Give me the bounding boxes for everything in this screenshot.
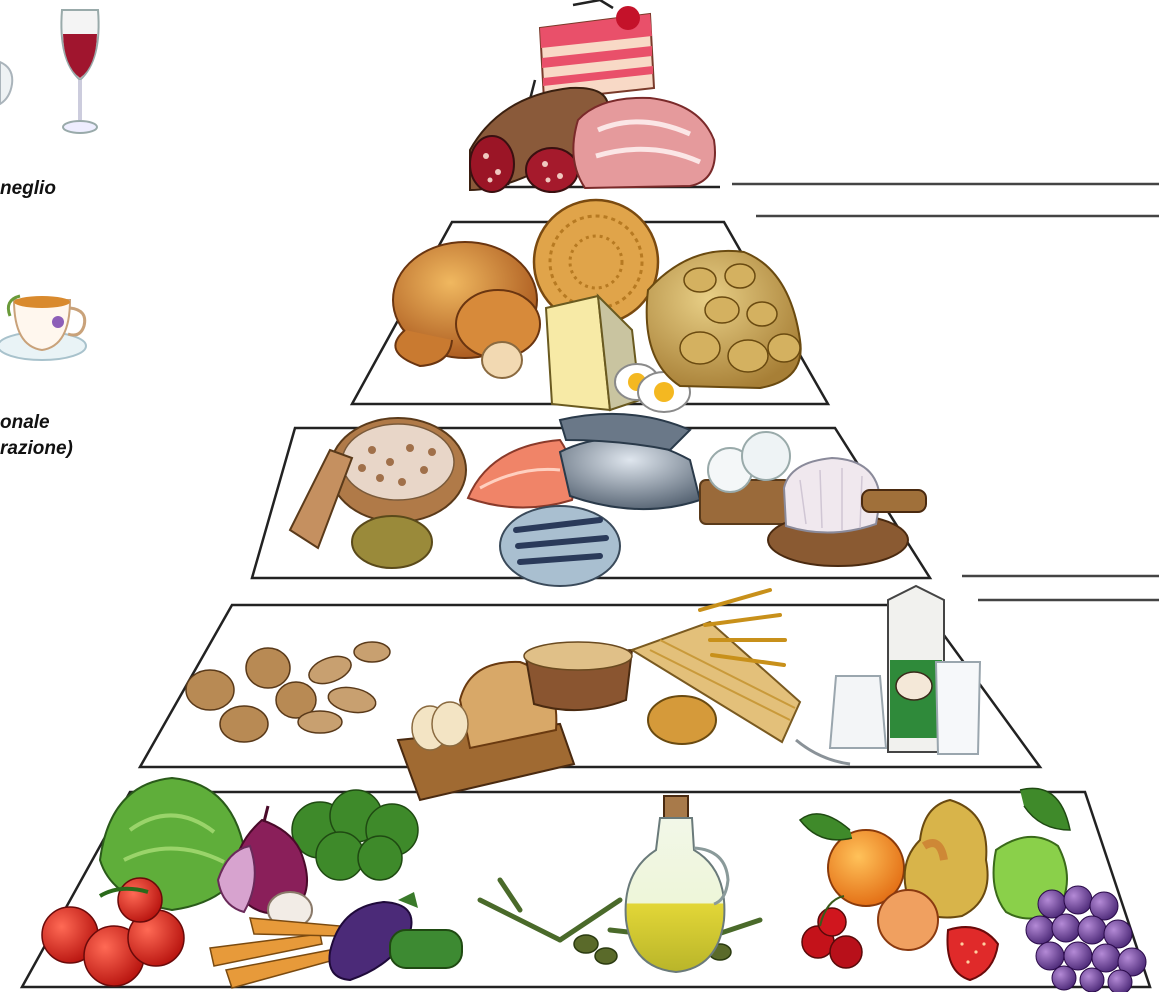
cherries-icon bbox=[802, 896, 862, 968]
red-meat-icon bbox=[573, 98, 715, 188]
olive-oil-jug-icon bbox=[626, 796, 728, 972]
mozzarella-icon bbox=[700, 432, 790, 524]
orange-icon bbox=[800, 814, 904, 906]
pasta-wheat-icon bbox=[632, 590, 800, 744]
wine-glass-icon bbox=[61, 10, 98, 133]
frequency-label-meglio: neglio bbox=[0, 176, 56, 202]
eggplant-icon bbox=[329, 892, 462, 980]
anchovies-icon bbox=[500, 506, 620, 586]
herbal-tea-cup-icon bbox=[0, 296, 86, 360]
carrots-icon bbox=[210, 918, 340, 988]
roast-chicken-icon bbox=[393, 242, 540, 366]
fish-icon bbox=[560, 414, 700, 509]
tier-2-poultry-cheese-eggs-potatoes bbox=[393, 200, 801, 412]
peach-icon bbox=[878, 890, 938, 950]
grain-bowl-icon bbox=[524, 642, 632, 710]
tier-3-legumes-fish-dairy bbox=[290, 414, 926, 586]
cake-slice-icon bbox=[540, 6, 654, 100]
ricotta-icon bbox=[768, 458, 926, 566]
walnuts-almonds-icon bbox=[186, 642, 390, 742]
frequency-label-stagionale-line-1: onale bbox=[0, 410, 50, 436]
tier-1-sweets-cured-meats bbox=[470, 6, 715, 192]
water-glass-icon bbox=[0, 62, 12, 104]
broccoli-icon bbox=[292, 790, 418, 880]
potatoes-icon bbox=[647, 251, 801, 388]
salmon-icon bbox=[468, 440, 574, 508]
strawberry-icon bbox=[947, 927, 998, 980]
grapes-icon bbox=[1026, 886, 1146, 992]
beans-basket-icon bbox=[290, 418, 466, 568]
frequency-label-stagionale-line-2: razione) bbox=[0, 436, 73, 462]
yogurt-jar-icon bbox=[796, 676, 886, 764]
milk-glass-icon bbox=[936, 662, 980, 754]
tier-5-vegetables-oil-fruit bbox=[42, 778, 1146, 992]
